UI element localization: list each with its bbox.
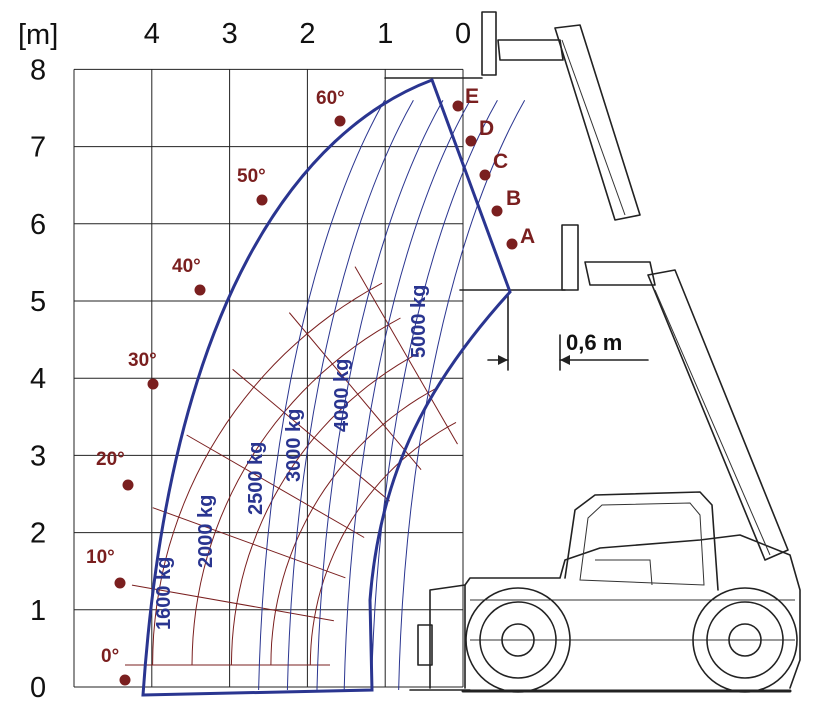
load-line	[370, 100, 498, 691]
angle-ray	[288, 312, 422, 470]
angle-label: 10°	[86, 547, 115, 568]
load-line	[286, 100, 414, 691]
angle-marker	[256, 194, 268, 206]
angle-label: 0°	[101, 646, 119, 667]
reach-arc	[270, 387, 438, 666]
telehandler-illustration	[384, 11, 801, 693]
angle-marker	[119, 674, 131, 686]
unit-label: [m]	[18, 19, 58, 51]
angle-ray	[131, 584, 334, 622]
y-tick-label: 6	[30, 209, 46, 241]
load-line	[398, 100, 526, 691]
load-label: 3000 kg	[283, 409, 305, 482]
load-line	[258, 100, 386, 691]
position-marker	[452, 100, 464, 112]
x-tick-label: 1	[377, 18, 393, 50]
angle-label: 30°	[128, 350, 157, 371]
y-tick-label: 5	[30, 286, 46, 318]
lift-envelope	[141, 78, 512, 697]
position-label: A	[520, 225, 535, 248]
angle-marker	[334, 115, 346, 127]
y-tick-label: 7	[30, 132, 46, 164]
position-marker	[479, 169, 491, 181]
position-marker	[491, 205, 503, 217]
load-label: 4000 kg	[331, 359, 353, 432]
y-tick-label: 8	[30, 54, 46, 86]
position-label: C	[493, 150, 508, 173]
reach-arc	[152, 282, 383, 666]
y-tick-label: 3	[30, 440, 46, 472]
position-label: E	[465, 85, 479, 108]
x-tick-label: 3	[222, 18, 238, 50]
x-tick-label: 0	[455, 18, 471, 50]
angle-marker	[122, 479, 134, 491]
angle-ray	[232, 368, 390, 502]
reach-arc	[230, 352, 420, 666]
angle-label: 60°	[316, 88, 345, 109]
load-line	[316, 100, 444, 691]
grid	[73, 68, 464, 688]
position-marker	[465, 135, 477, 147]
position-label: B	[506, 187, 521, 210]
angle-ray	[186, 434, 365, 538]
load-label: 2500 kg	[245, 442, 267, 515]
reach-arcs	[152, 282, 457, 666]
angle-marker	[147, 378, 159, 390]
y-tick-label: 1	[30, 595, 46, 627]
reach-arc	[191, 317, 401, 666]
position-marker	[506, 238, 518, 250]
angle-label: 40°	[172, 256, 201, 277]
angle-marker	[114, 577, 126, 589]
angle-ray	[354, 266, 458, 445]
dimension-label: 0,6 m	[566, 330, 622, 355]
x-tick-label: 4	[144, 18, 160, 50]
y-tick-label: 4	[30, 363, 46, 395]
angle-marker	[194, 284, 206, 296]
load-line	[343, 100, 471, 691]
angle-rays	[125, 266, 458, 666]
load-lines	[258, 100, 526, 691]
envelope-outline	[141, 78, 512, 697]
x-tick-label: 2	[299, 18, 315, 50]
load-label: 1600 kg	[153, 557, 175, 630]
load-label: 5000 kg	[408, 285, 430, 358]
angle-ray	[152, 507, 346, 579]
angle-label: 50°	[237, 166, 266, 187]
angle-label: 20°	[96, 449, 125, 470]
y-tick-label: 0	[30, 672, 46, 704]
load-label: 2000 kg	[195, 495, 217, 568]
reach-arc	[309, 421, 457, 666]
position-label: D	[479, 117, 494, 140]
y-tick-label: 2	[30, 518, 46, 550]
